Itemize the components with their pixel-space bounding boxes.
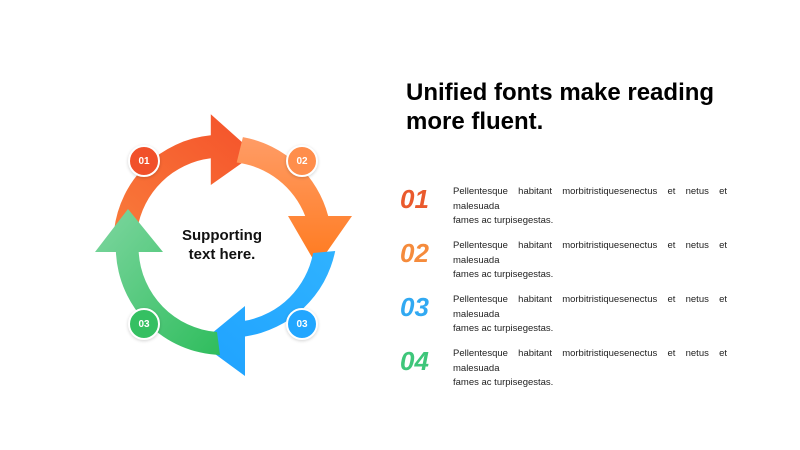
item-description: Pellentesque habitant morbitristiquesene… [453, 239, 727, 283]
step-badge-03-green: 03 [128, 308, 160, 340]
item-description-line-1: Pellentesque habitant morbitristiquesene… [453, 348, 727, 374]
item-description-line-2: fames ac turpisegestas. [453, 269, 554, 280]
cycle-segment-blue [200, 251, 336, 376]
item-number: 04 [400, 346, 429, 376]
step-badge-03-blue: 03 [286, 308, 318, 340]
center-text-line-1: Supporting [182, 227, 262, 244]
item-description: Pellentesque habitant morbitristiquesene… [453, 185, 727, 229]
list-item: 04 Pellentesque habitant morbitristiques… [400, 346, 730, 388]
item-description-line-2: fames ac turpisegestas. [453, 215, 554, 226]
item-description: Pellentesque habitant morbitristiquesene… [453, 347, 727, 391]
item-number: 01 [400, 184, 429, 214]
step-badge-02: 02 [286, 145, 318, 177]
cycle-segment-orange [236, 137, 352, 266]
item-description: Pellentesque habitant morbitristiquesene… [453, 293, 727, 337]
item-number: 02 [400, 238, 429, 268]
center-supporting-text: Supporting text here. [162, 226, 282, 264]
page-title: Unified fonts make reading more fluent. [406, 78, 786, 136]
center-text-line-2: text here. [188, 246, 256, 263]
title-line-2: more fluent. [406, 108, 544, 135]
title-line-1: Unified fonts make reading [406, 79, 715, 106]
list-item: 02 Pellentesque habitant morbitristiques… [400, 238, 730, 280]
item-description-line-2: fames ac turpisegestas. [453, 377, 554, 388]
step-badge-01: 01 [128, 145, 160, 177]
list-item: 03 Pellentesque habitant morbitristiques… [400, 292, 730, 334]
item-number: 03 [400, 292, 429, 322]
item-description-line-2: fames ac turpisegestas. [453, 323, 554, 334]
item-description-line-1: Pellentesque habitant morbitristiquesene… [453, 186, 727, 212]
list-item: 01 Pellentesque habitant morbitristiques… [400, 184, 730, 226]
item-description-line-1: Pellentesque habitant morbitristiquesene… [453, 294, 727, 320]
cycle-segment-green [95, 209, 220, 355]
item-description-line-1: Pellentesque habitant morbitristiquesene… [453, 240, 727, 266]
cycle-diagram [95, 114, 352, 376]
cycle-segment-red [114, 114, 255, 230]
